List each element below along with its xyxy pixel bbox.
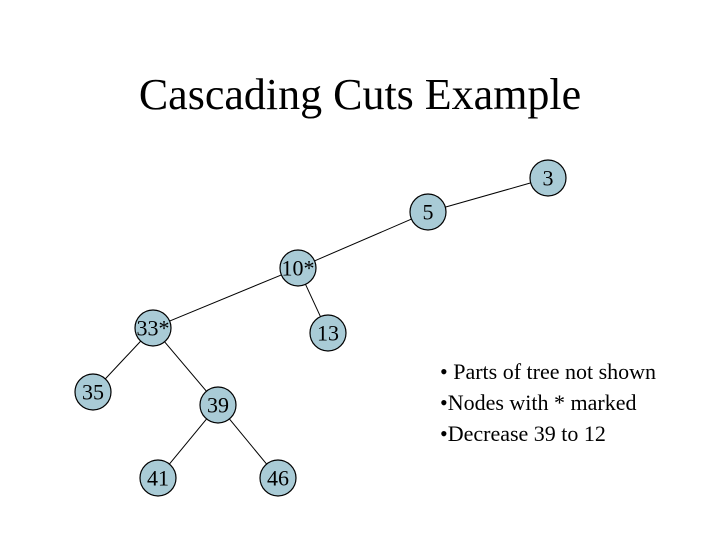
node-3-circle bbox=[529, 159, 567, 197]
node-39-circle bbox=[199, 386, 237, 424]
node-46: 46 bbox=[259, 459, 297, 497]
node-33-label: 33* bbox=[137, 316, 170, 341]
node-10: 10* bbox=[279, 249, 317, 287]
node-5-circle bbox=[409, 193, 447, 231]
node-33-circle bbox=[134, 309, 172, 347]
node-3-label: 3 bbox=[543, 166, 554, 191]
edge-n10-n13 bbox=[305, 284, 321, 317]
edge-n10-n33 bbox=[169, 274, 282, 322]
node-13-label: 13 bbox=[317, 321, 339, 346]
node-10-circle bbox=[279, 249, 317, 287]
node-41: 41 bbox=[139, 459, 177, 497]
edge-n10-n5 bbox=[314, 218, 412, 262]
note-item: •Nodes with * marked bbox=[440, 390, 637, 415]
note-item: • Parts of tree not shown bbox=[440, 359, 657, 384]
node-35: 35 bbox=[74, 373, 112, 411]
edge-n39-n46 bbox=[229, 418, 267, 465]
node-10-label: 10* bbox=[282, 256, 315, 281]
tree-nodes: 3 5 10* 33* 13 35 bbox=[74, 159, 567, 497]
tree-edges bbox=[104, 182, 531, 465]
node-41-label: 41 bbox=[147, 466, 169, 491]
note-item: •Decrease 39 to 12 bbox=[440, 421, 606, 446]
notes-list: • Parts of tree not shown •Nodes with * … bbox=[440, 356, 656, 449]
node-13: 13 bbox=[309, 314, 347, 352]
node-39-label: 39 bbox=[207, 393, 229, 418]
node-5: 5 bbox=[409, 193, 447, 231]
edge-n5-n3 bbox=[445, 182, 531, 208]
node-3: 3 bbox=[529, 159, 567, 197]
node-35-circle bbox=[74, 373, 112, 411]
edge-n39-n41 bbox=[169, 418, 207, 465]
node-13-circle bbox=[309, 314, 347, 352]
node-35-label: 35 bbox=[82, 380, 104, 405]
node-41-circle bbox=[139, 459, 177, 497]
node-33: 33* bbox=[134, 309, 172, 347]
edge-n33-n39 bbox=[164, 341, 207, 392]
edge-n33-n35 bbox=[104, 340, 142, 380]
node-46-label: 46 bbox=[267, 466, 289, 491]
node-5-label: 5 bbox=[423, 200, 434, 225]
node-46-circle bbox=[259, 459, 297, 497]
slide-title: Cascading Cuts Example bbox=[138, 70, 582, 119]
node-39: 39 bbox=[199, 386, 237, 424]
